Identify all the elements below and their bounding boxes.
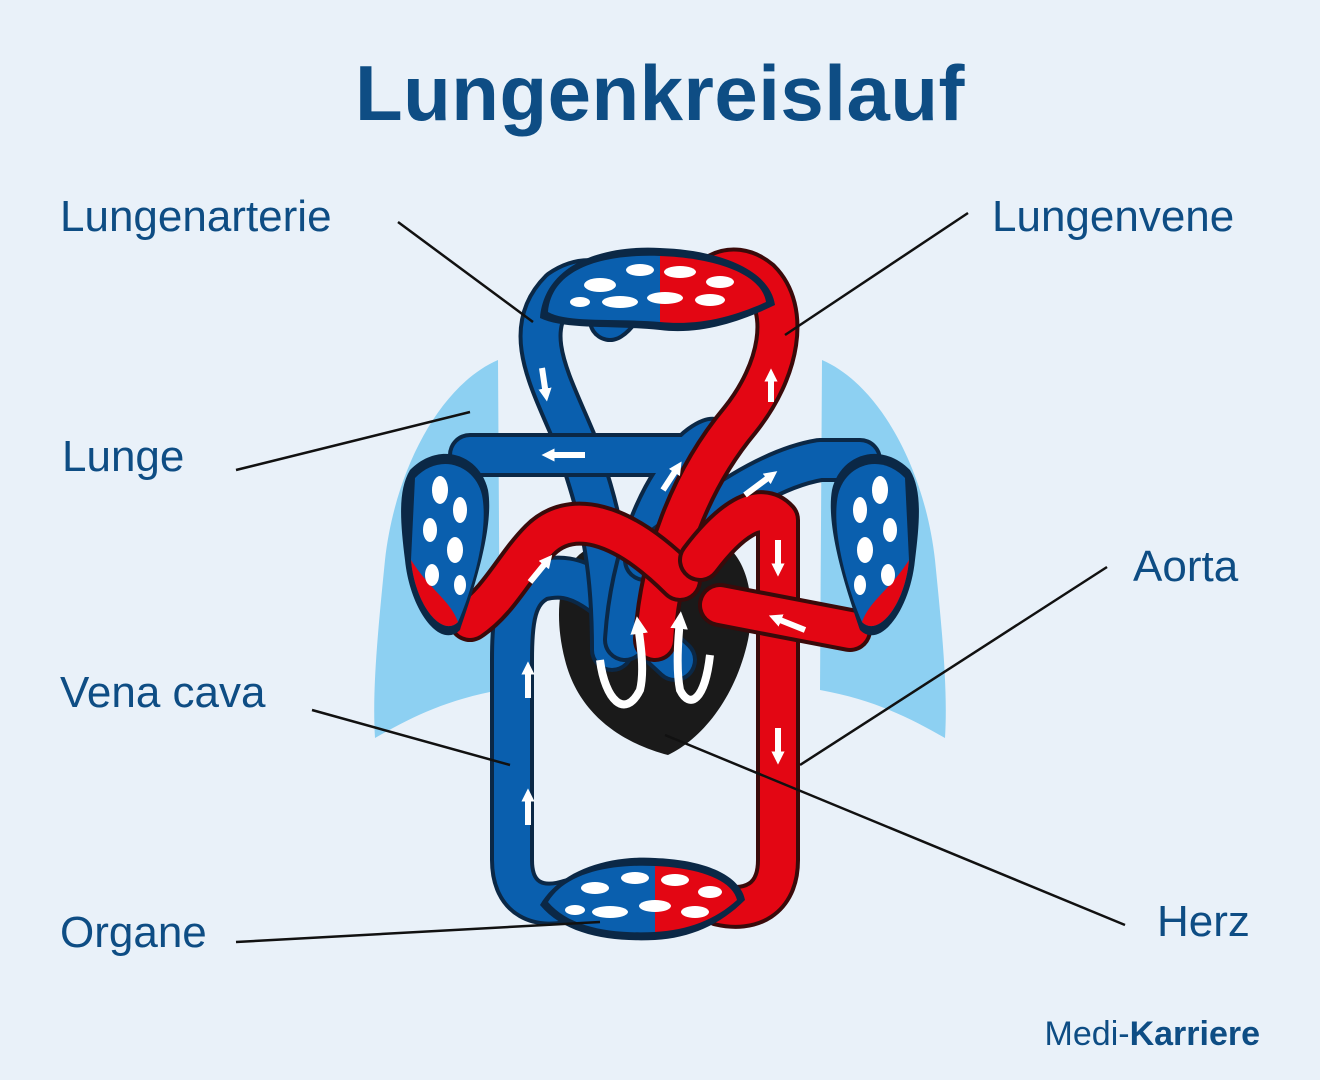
brand-logo: Medi-Karriere	[1045, 1015, 1260, 1054]
lung-capillaries-top	[540, 247, 775, 332]
leader-lines	[235, 211, 1126, 944]
label-vena-cava: Vena cava	[60, 668, 266, 717]
logo-prefix: Medi-	[1044, 1015, 1130, 1053]
heart-flow-left	[670, 611, 714, 704]
page-title: Lungenkreislauf	[355, 49, 965, 137]
flow-arrows	[521, 367, 807, 825]
organ-capillaries	[540, 857, 745, 941]
label-lungenvene: Lungenvene	[992, 192, 1235, 241]
logo-brand: Karriere	[1129, 1015, 1260, 1053]
heart-flow-right	[596, 616, 648, 709]
label-lunge: Lunge	[62, 432, 185, 481]
lung-capillaries-left	[401, 453, 490, 636]
label-herz: Herz	[1157, 897, 1250, 946]
label-aorta: Aorta	[1133, 542, 1239, 591]
label-lungenarterie: Lungenarterie	[60, 192, 332, 241]
lung-capillaries-right	[830, 453, 919, 636]
label-organe: Organe	[60, 908, 207, 957]
